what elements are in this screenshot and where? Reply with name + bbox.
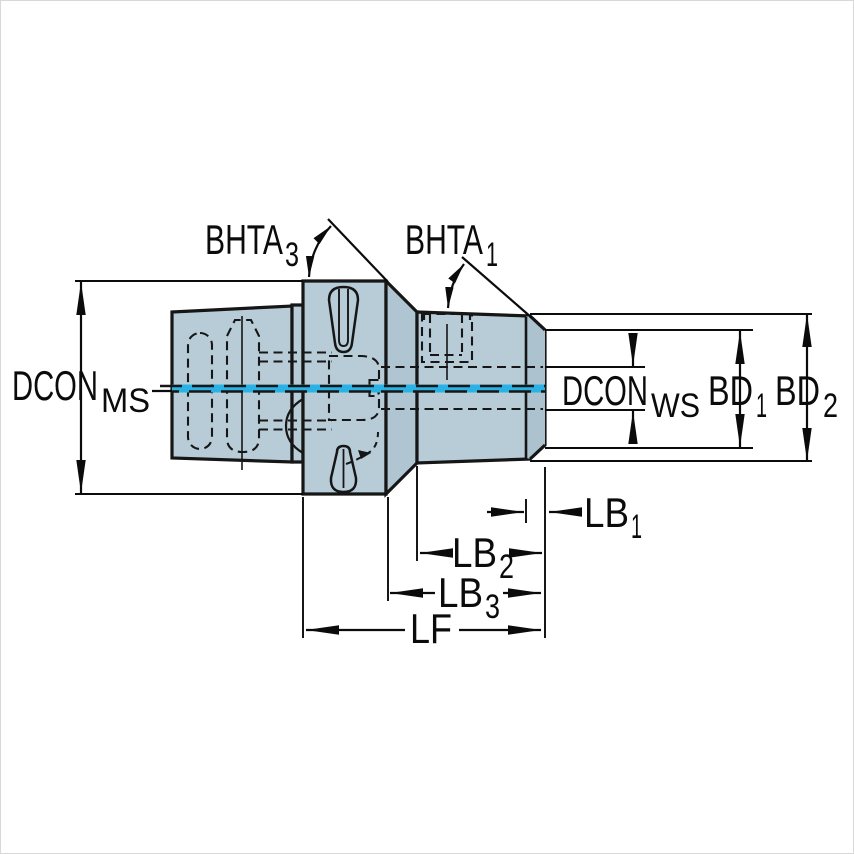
label-bhta3: BHTA [205,216,283,263]
centerline [160,384,545,393]
flange-slots [327,285,379,494]
shank-center-slot [225,318,261,454]
label-dcon-ms: DCON [12,362,98,409]
top-keyhole-slot [327,285,360,354]
label-lb1: LB [584,489,629,536]
coolant-centerline-band [172,384,545,393]
extension-lines [75,280,812,638]
label-lf: LF [410,605,452,652]
thread-minor-dashed [428,314,464,357]
label-lb2: LB [452,529,497,576]
coupling-dash-top [259,351,332,363]
bottom-keyhole-slot [329,444,358,494]
label-bd2: BD [775,367,820,414]
bore-dash-lines [381,365,543,411]
coupling-dash-bottom [259,419,332,431]
label-bd1-sub: 1 [756,387,767,425]
label-bhta1: BHTA [405,216,483,263]
chamfer-corners [528,314,547,461]
label-lb3-sub: 3 [485,588,500,626]
label-lb3: LB [438,569,483,616]
label-dcon-ms-sub: MS [101,382,150,420]
labels: BHTA 3 BHTA 1 DCON MS DCON WS BD 1 BD 2 … [12,216,838,652]
label-dcon-ws-sub: WS [651,387,700,425]
bhta3-tangent-line [327,218,389,283]
label-bhta3-sub: 3 [285,236,299,274]
label-lb1-sub: 1 [631,508,642,546]
bhta1-tangent-line [461,256,533,319]
label-dcon-ws: DCON [562,367,648,414]
shank-ms-body [170,304,294,464]
bhta1-angle-arc [445,263,465,309]
step-arc [284,398,304,454]
rotation-arrow-icon [358,450,371,459]
top-keyhole-inner [338,289,349,347]
bhta3-angle-arc [305,225,332,278]
step-band [290,303,305,464]
thread-hooks [422,314,472,320]
label-bd2-sub: 2 [823,387,838,425]
flange-cavity [327,354,381,422]
label-bd1: BD [708,367,753,414]
label-lb2-sub: 2 [499,548,514,586]
dimension-lines [76,218,812,635]
label-bhta1-sub: 1 [486,236,498,274]
